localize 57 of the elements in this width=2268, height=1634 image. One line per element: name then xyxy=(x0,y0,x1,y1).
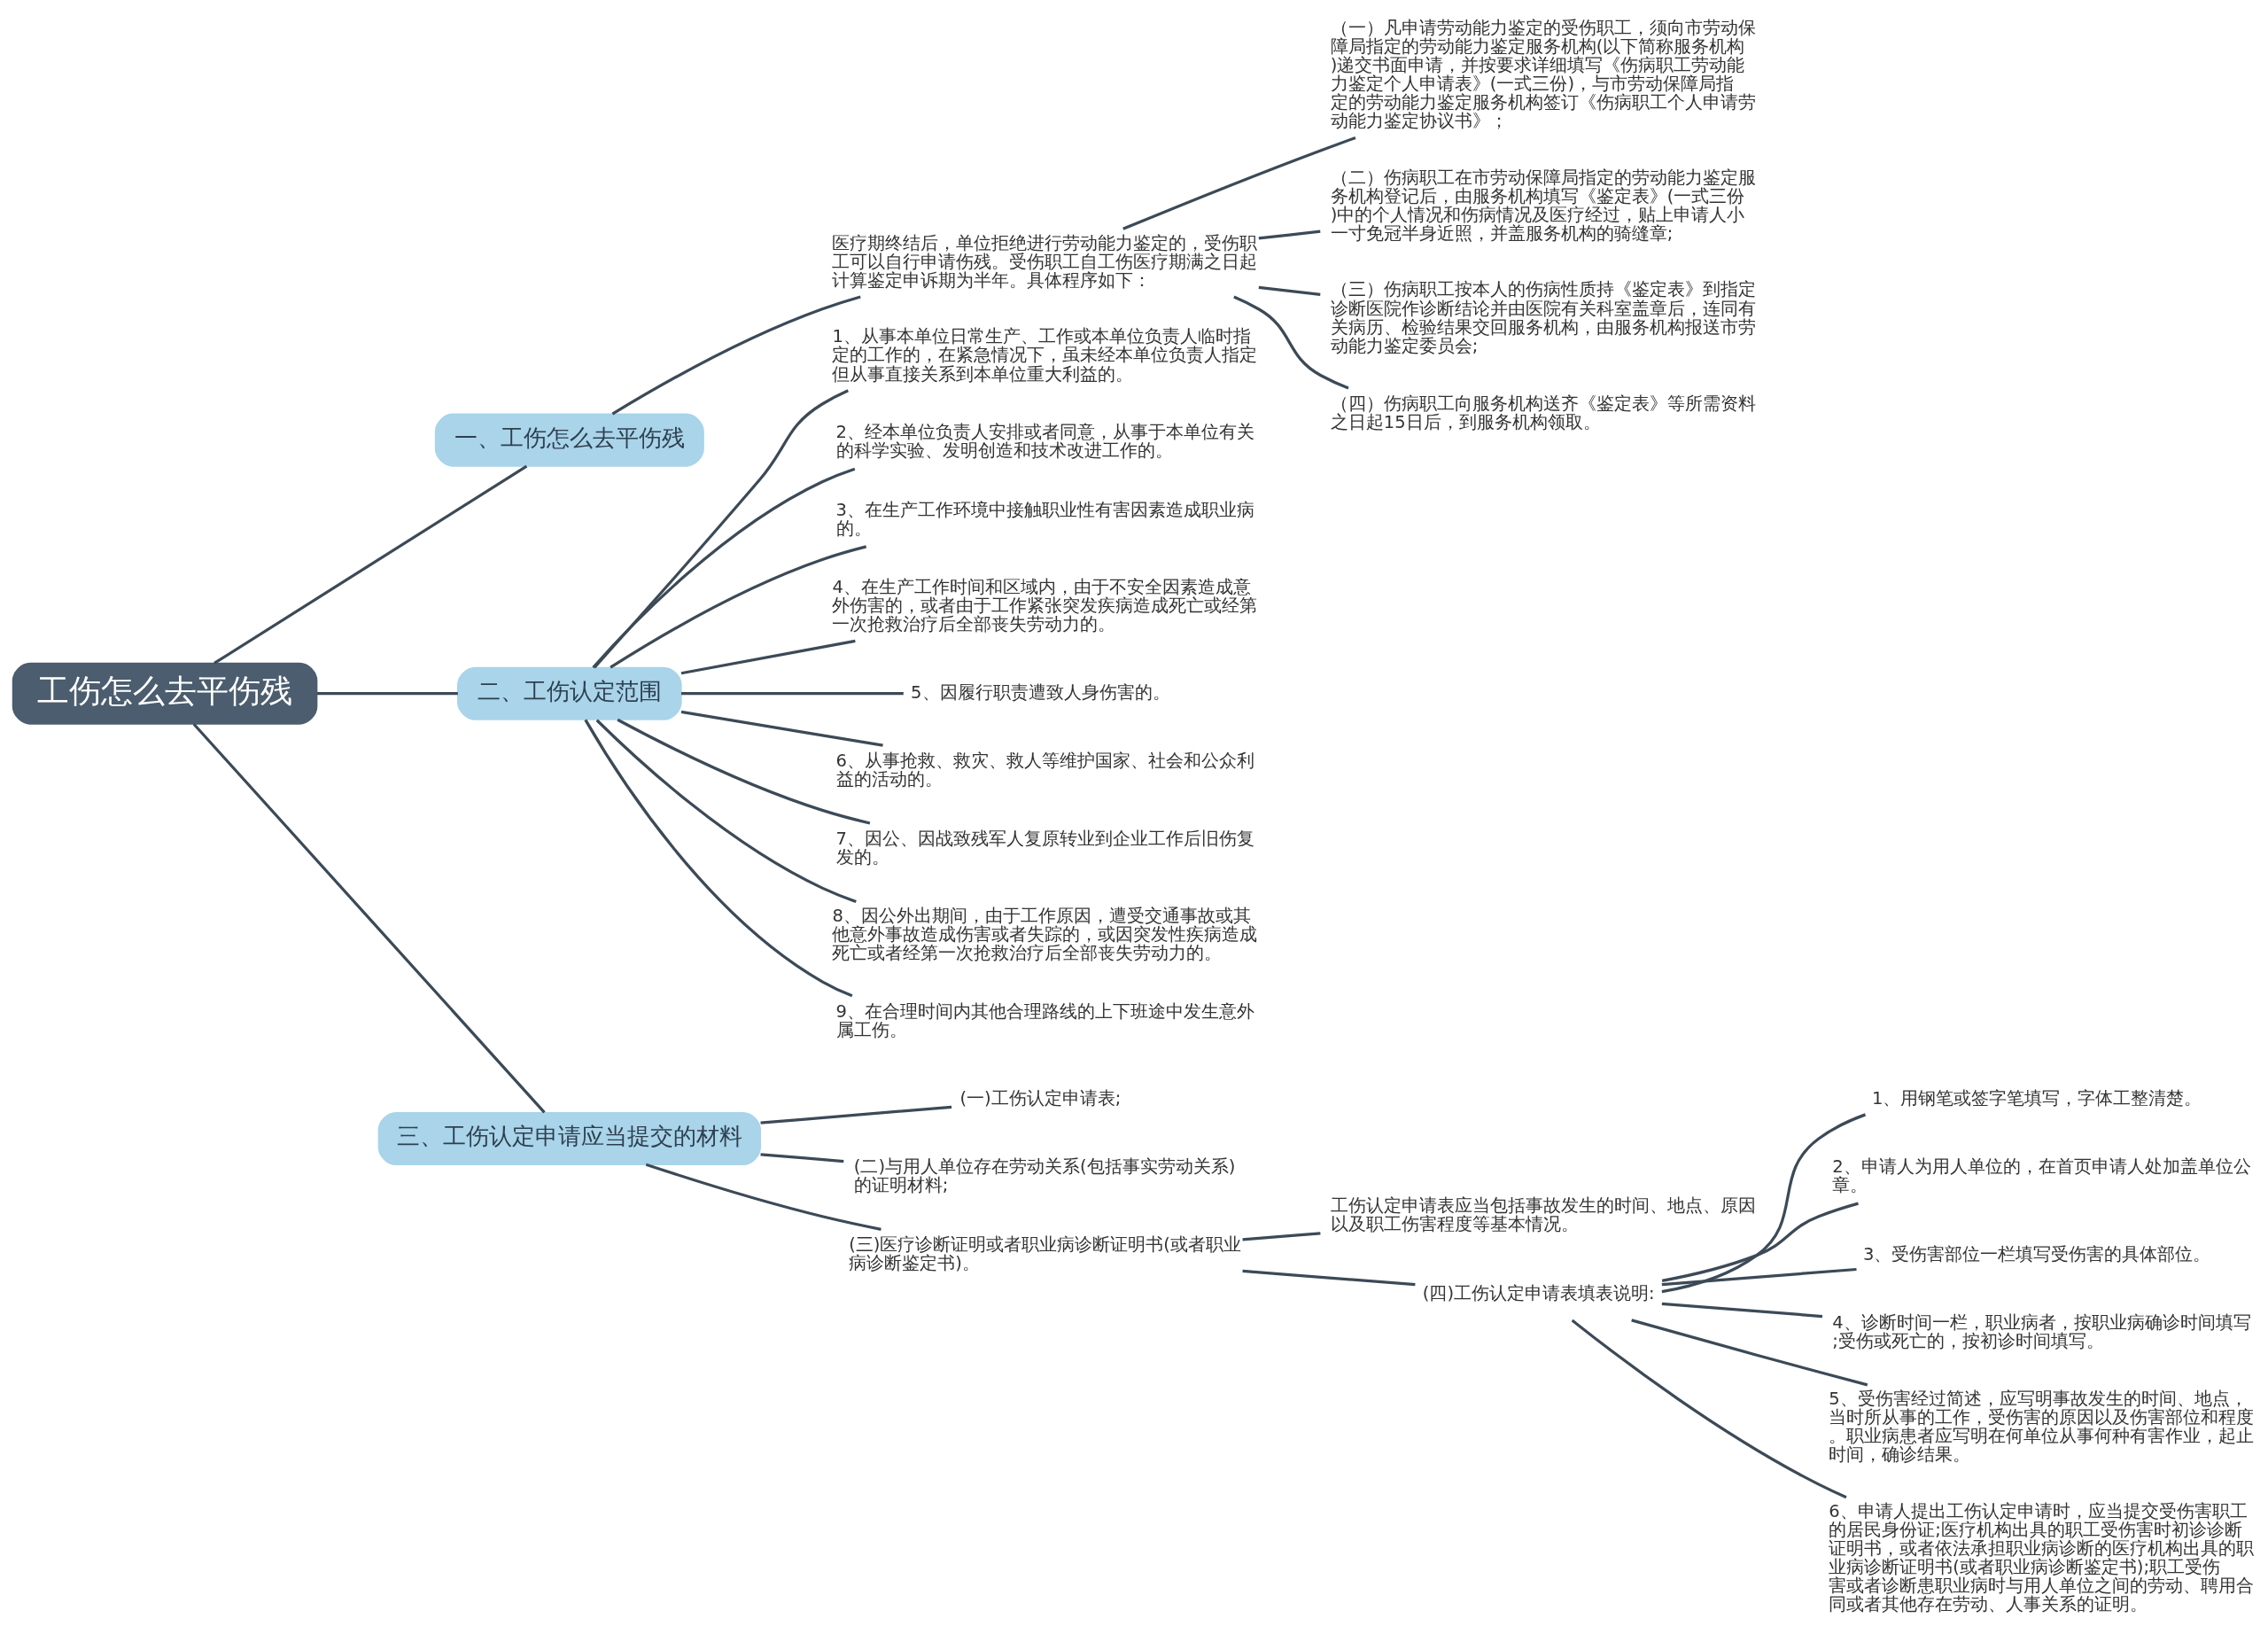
node-text: 2、经本单位负责人安排或者同意，从事于本单位有关的科学实验、发明创造和技术改进工作的。 xyxy=(835,421,1254,461)
connector xyxy=(611,294,861,415)
connector xyxy=(1122,136,1356,230)
node-text: (一)工伤认定申请表; xyxy=(959,1087,1122,1109)
connector xyxy=(593,388,849,668)
node-text: 9、在合理时间内其他合理路线的上下班途中发生意外属工伤。 xyxy=(835,1000,1254,1040)
connector xyxy=(1571,1319,1847,1498)
connector xyxy=(584,719,853,997)
node-box: 工伤怎么去平伤残 xyxy=(12,662,318,725)
node-text: (四)工伤认定申请表填表说明: xyxy=(1422,1282,1655,1303)
node-text: 8、因公外出期间，由于工作原因，遭受交通事故或其他意外事故造成伤害或者失踪的，或因突发性疾病造成死亡或者经第一次抢救治疗后全部丧失劳动力的。 xyxy=(832,905,1258,963)
node-text: (二)与用人单位存在劳动关系(包括事实劳动关系)的证明材料; xyxy=(853,1155,1236,1195)
node-text: 7、因公、因战致残军人复原转业到企业工作后旧伤复发的。 xyxy=(835,828,1254,868)
connector xyxy=(192,722,546,1113)
connector xyxy=(680,710,883,747)
node-box: 三、工伤认定申请应当提交的材料 xyxy=(377,1111,761,1165)
node-text: 5、受伤害经过简述，应写明事故发生的时间、地点，当时所从事的工作，受伤害的原因以及伤害部位和程度。职业病患者应写明在何单位从事何种有害作业，起止时间，确诊结果。 xyxy=(1829,1388,2255,1465)
connector xyxy=(1242,1231,1321,1241)
connector xyxy=(1661,1302,1823,1318)
node-text: 4、诊断时间一栏，职业病者，按职业病确诊时间填写;受伤或死亡的，按初诊时间填写。 xyxy=(1832,1311,2251,1351)
node-text: 4、在生产工作时间和区域内，由于不安全因素造成意外伤害的，或者由于工作紧张突发疾病造成死亡或经第一次抢救治疗后全部丧失劳动力的。 xyxy=(832,576,1258,634)
connector xyxy=(1258,229,1321,240)
connector xyxy=(681,691,904,695)
node-text: （四）伤病职工向服务机构送齐《鉴定表》等所需资料之日起15日后，到服务机构领取。 xyxy=(1330,393,1756,432)
connector xyxy=(645,1163,882,1231)
connector xyxy=(1661,1112,1867,1293)
connector xyxy=(1233,295,1349,389)
connector xyxy=(1661,1202,1859,1282)
connector xyxy=(1242,1269,1416,1286)
node-text: 3、在生产工作环境中接触职业性有害因素造成职业病的。 xyxy=(835,499,1254,539)
connector xyxy=(316,691,458,695)
connector xyxy=(760,1105,952,1124)
node-text: 5、因履行职责遭致人身伤害的。 xyxy=(911,681,1170,703)
node-text: （一）凡申请劳动能力鉴定的受伤职工，须向市劳动保障局指定的劳动能力鉴定服务机构(以下简称服务机构)递交书面申请，并按要求详细填写《伤病职工劳动能力鉴定个人申请表》(一式三份)，与市劳动保障局指定的劳动能力鉴定服务机构签订《伤病职工个人申请劳动能力鉴定协议书》； xyxy=(1330,17,1756,131)
connector xyxy=(592,467,856,668)
node-text: (三)医疗诊断证明或者职业病诊断证明书(或者职业病诊断鉴定书)。 xyxy=(849,1233,1241,1273)
node-text: 3、受伤害部位一栏填写受伤害的具体部位。 xyxy=(1862,1243,2211,1264)
node-text: 医疗期终结后，单位拒绝进行劳动能力鉴定的，受伤职工可以自行申请伤残。受伤职工自工伤医疗期满之日起计算鉴定申诉期为半年。具体程序如下： xyxy=(832,232,1258,291)
node-box: 一、工伤怎么去平伤残 xyxy=(434,413,704,467)
node-text: 1、用钢笔或签字笔填写，字体工整清楚。 xyxy=(1871,1087,2202,1109)
node-text: 6、从事抢救、救灾、救人等维护国家、社会和公众利益的活动的。 xyxy=(835,750,1254,790)
connector xyxy=(1631,1318,1868,1386)
node-text: （三）伤病职工按本人的伤病性质持《鉴定表》到指定诊断医院作诊断结论并由医院有关科室盖章后，连同有关病历、检验结果交回服务机构，由服务机构报送市劳动能力鉴定委员会; xyxy=(1330,278,1756,356)
connector xyxy=(617,718,871,825)
connector xyxy=(214,464,528,665)
node-text: （二）伤病职工在市劳动保障局指定的劳动能力鉴定服务机构登记后，由服务机构填写《鉴定表》(一式三份)中的个人情况和伤病情况及医疗经过，贴上申请人小一寸免冠半身近照，并盖服务机构的骑缝章; xyxy=(1330,167,1756,244)
connector xyxy=(610,544,867,669)
node-box: 二、工伤认定范围 xyxy=(457,666,682,720)
node-text: 工伤认定申请表应当包括事故发生的时间、地点、原因以及职工伤害程度等基本情况。 xyxy=(1330,1194,1756,1234)
connector xyxy=(1258,285,1321,296)
node-text: 6、申请人提出工伤认定申请时，应当提交受伤害职工的居民身份证;医疗机构出具的职工受伤害时初诊诊断证明书，或者依法承担职业病诊断的医疗机构出具的职业病诊断证明书(或者职业病诊断鉴定书);职工受伤害或者诊断患职业病时与用人单位之间的劳动、聘用合同或者其他存在劳动、人事关系的证明。 xyxy=(1829,1500,2255,1615)
node-text: 1、从事本单位日常生产、工作或本单位负责人临时指定的工作的，在紧急情况下，虽未经本单位负责人指定但从事直接关系到本单位重大利益的。 xyxy=(832,325,1258,385)
connector xyxy=(680,639,856,674)
node-text: 2、申请人为用人单位的，在首页申请人处加盖单位公章。 xyxy=(1832,1155,2251,1195)
connector xyxy=(1661,1267,1857,1286)
connector xyxy=(760,1152,844,1163)
connector xyxy=(595,719,857,903)
